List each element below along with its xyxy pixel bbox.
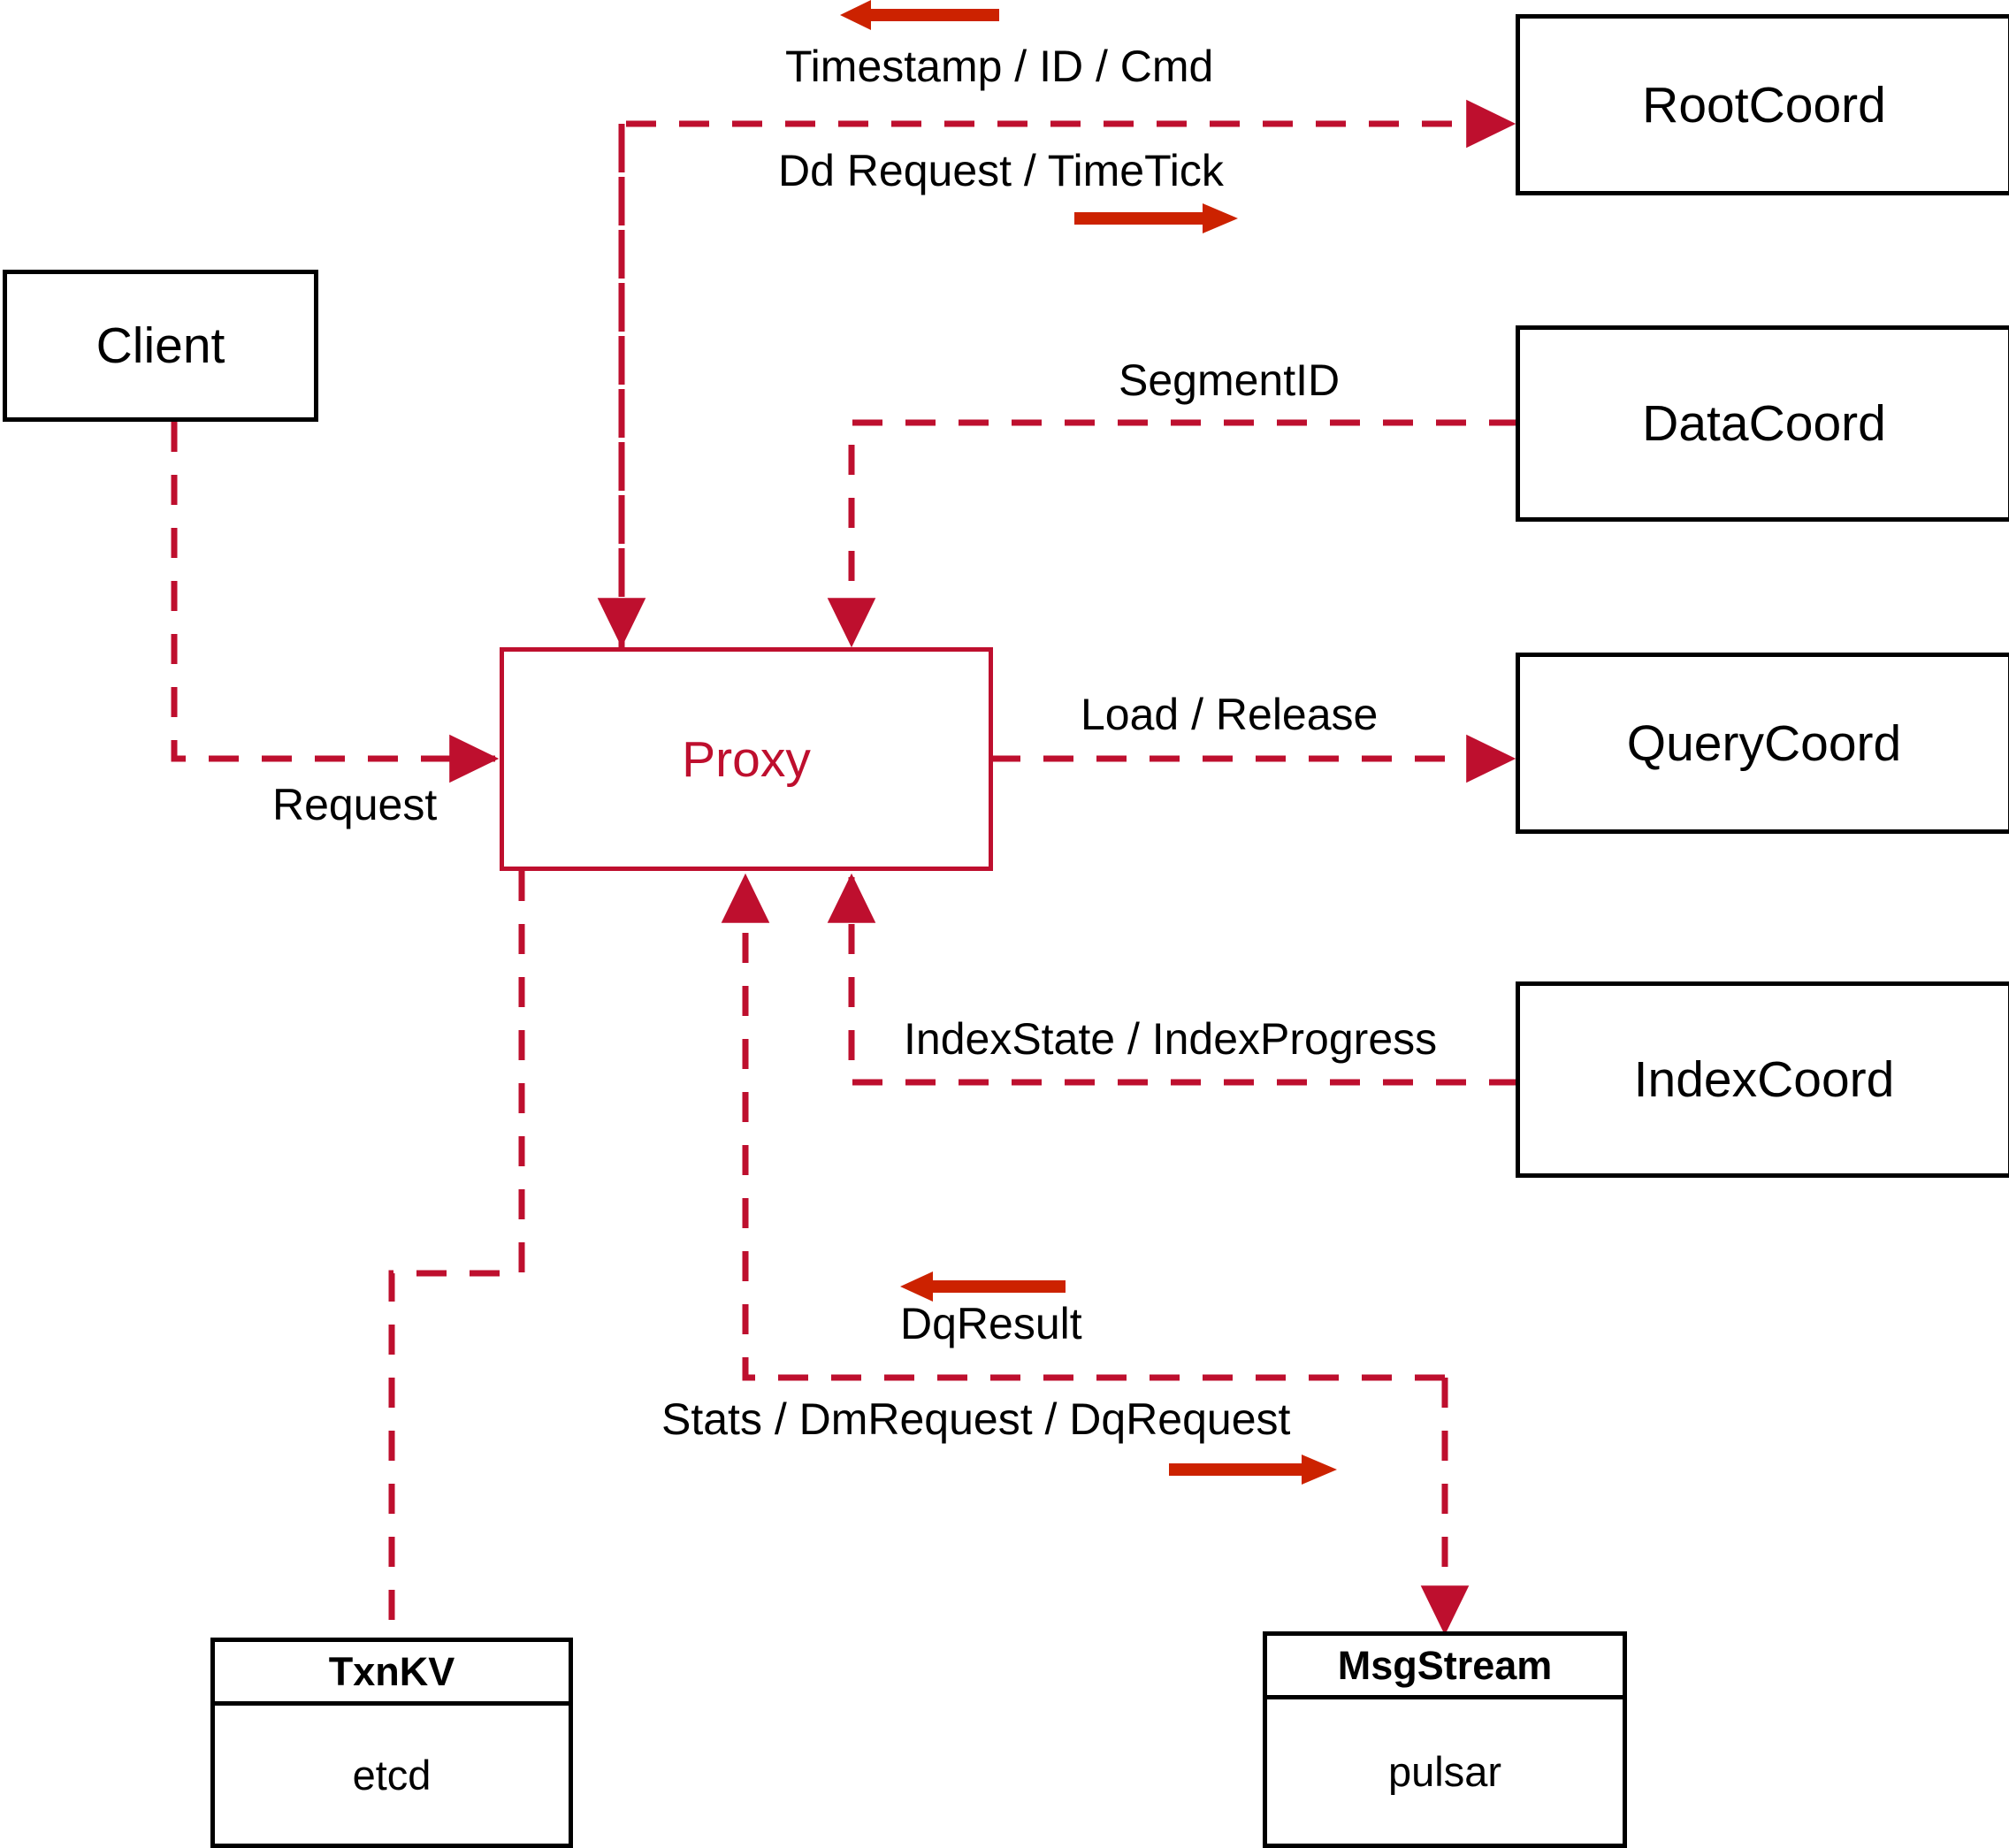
node-querycoord-label: QueryCoord	[1626, 714, 1902, 772]
edge-label-segment-id: SegmentID	[1119, 355, 1341, 405]
node-datacoord[interactable]: DataCoord	[1516, 325, 2009, 522]
direction-arrow-timestamp	[840, 0, 999, 30]
edge-proxy-to-rootcoord	[618, 99, 1516, 650]
node-proxy[interactable]: Proxy	[500, 647, 993, 871]
edge-label-dq-result: DqResult	[900, 1299, 1082, 1348]
store-txnkv-body-label: etcd	[352, 1751, 432, 1798]
edge-datacoord-to-proxy	[827, 419, 1519, 648]
edge-client-to-proxy	[171, 422, 500, 783]
store-txnkv-header-label: TxnKV	[328, 1648, 455, 1694]
node-datacoord-label: DataCoord	[1642, 395, 1886, 452]
edge-proxy-to-txnkv	[388, 871, 525, 1638]
node-proxy-label: Proxy	[682, 730, 811, 788]
store-txnkv[interactable]: TxnKV etcd	[210, 1638, 573, 1848]
node-client[interactable]: Client	[3, 270, 318, 422]
edge-label-index-state-progress: IndexState / IndexProgress	[904, 1014, 1438, 1064]
edge-label-load-release: Load / Release	[1081, 690, 1379, 739]
node-querycoord[interactable]: QueryCoord	[1516, 653, 2009, 834]
store-txnkv-body: etcd	[215, 1706, 569, 1844]
direction-arrow-dqrequest	[1169, 1455, 1337, 1485]
store-msgstream-body: pulsar	[1267, 1699, 1623, 1844]
node-indexcoord[interactable]: IndexCoord	[1516, 981, 2009, 1178]
store-msgstream-header: MsgStream	[1267, 1636, 1623, 1699]
edge-msgstream-to-proxy	[721, 873, 1445, 1381]
edge-indexcoord-to-proxy	[827, 873, 1519, 1086]
direction-arrow-group	[840, 0, 1337, 1485]
edge-label-timestamp-id-cmd: Timestamp / ID / Cmd	[785, 42, 1214, 91]
edge-label-request: Request	[272, 780, 438, 829]
edge-label-stats-dm-dq-request: Stats / DmRequest / DqRequest	[661, 1394, 1291, 1444]
edge-label-dd-request-timetick: Dd Request / TimeTick	[778, 146, 1224, 195]
node-rootcoord-label: RootCoord	[1642, 76, 1886, 134]
store-msgstream-body-label: pulsar	[1387, 1748, 1501, 1795]
store-txnkv-header: TxnKV	[215, 1642, 569, 1706]
node-client-label: Client	[95, 317, 225, 374]
node-rootcoord[interactable]: RootCoord	[1516, 14, 2009, 195]
direction-arrow-ddrequest	[1074, 203, 1238, 233]
direction-arrow-dqresult	[900, 1271, 1066, 1302]
store-msgstream[interactable]: MsgStream pulsar	[1263, 1631, 1627, 1848]
store-msgstream-header-label: MsgStream	[1337, 1642, 1553, 1688]
node-indexcoord-label: IndexCoord	[1633, 1051, 1895, 1108]
